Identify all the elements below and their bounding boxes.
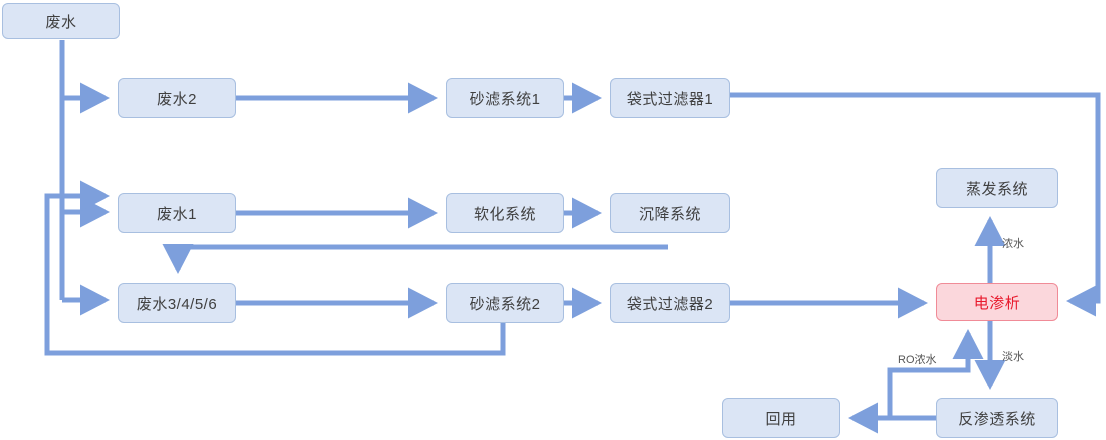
edge-settling-to-ww3456: [162, 244, 668, 275]
node-sandfilter1[interactable]: 砂滤系统1: [446, 78, 564, 118]
edge-label-freshwater: 淡水: [1002, 351, 1024, 363]
edge-ro-concentrate-to-electrodialysis: [887, 328, 984, 418]
edge-label-ro-concentrate: RO浓水: [898, 354, 937, 366]
node-evaporation[interactable]: 蒸发系统: [936, 168, 1058, 208]
edge-label-concentrate: 浓水: [1002, 238, 1024, 250]
node-wastewater2[interactable]: 废水2: [118, 78, 236, 118]
node-bagfilter2[interactable]: 袋式过滤器2: [610, 283, 730, 323]
edge-bagfilter1-to-electrodialysis: [730, 92, 1101, 317]
node-wastewater3456[interactable]: 废水3/4/5/6: [118, 283, 236, 323]
node-wastewater1[interactable]: 废水1: [118, 193, 236, 233]
node-bagfilter1[interactable]: 袋式过滤器1: [610, 78, 730, 118]
node-sandfilter2[interactable]: 砂滤系统2: [446, 283, 564, 323]
node-settling[interactable]: 沉降系统: [610, 193, 730, 233]
edge-sandfilter2-return-to-ww1: [44, 180, 506, 356]
node-electrodialysis[interactable]: 电渗析: [936, 283, 1058, 321]
node-ro[interactable]: 反渗透系统: [936, 398, 1058, 438]
node-softening[interactable]: 软化系统: [446, 193, 564, 233]
node-reuse[interactable]: 回用: [722, 398, 840, 438]
node-wastewater[interactable]: 废水: [2, 3, 120, 39]
